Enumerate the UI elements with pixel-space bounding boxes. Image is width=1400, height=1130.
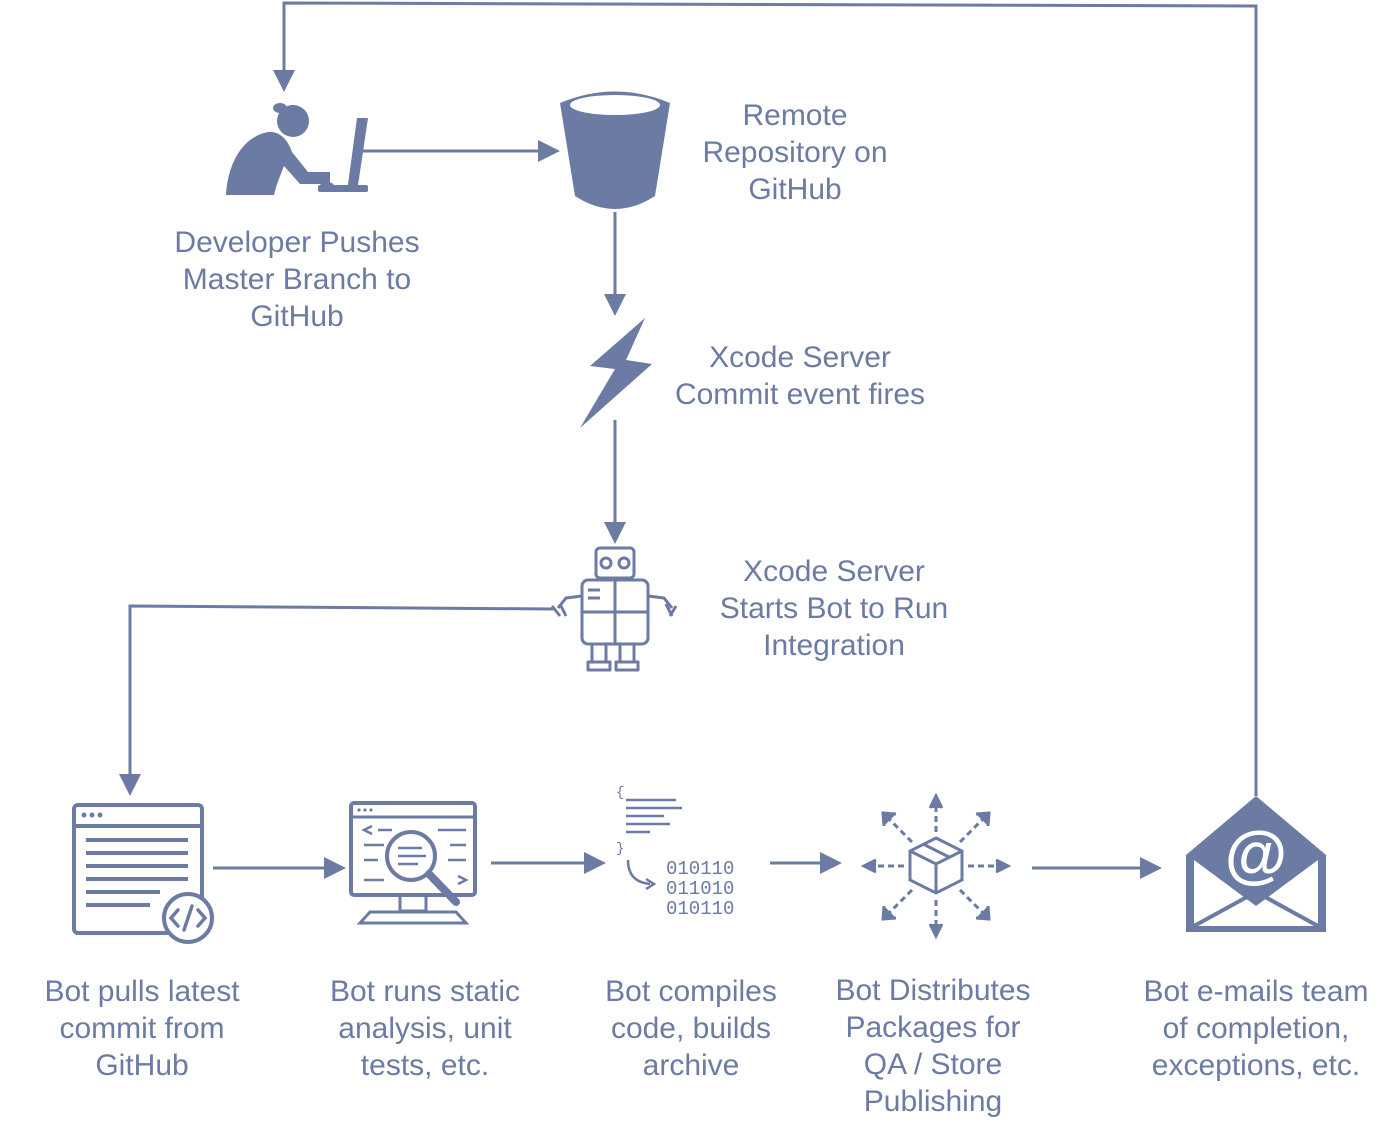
code-analysis-magnifier-icon: [349, 801, 477, 925]
svg-text:{: {: [616, 785, 624, 801]
repository-label: Remote Repository on GitHub: [702, 99, 888, 206]
svg-text:}: }: [616, 841, 624, 857]
commit-event-label: Xcode Server Commit event fires: [674, 341, 926, 411]
compile-binary-icon: { } 010110 011010 010110: [616, 785, 734, 920]
package-distribution-icon: [860, 792, 1012, 940]
robot-icon: [550, 546, 678, 672]
compile-label: Bot compiles code, builds archive: [605, 975, 777, 1082]
analysis-label: Bot runs static analysis, unit tests, et…: [329, 975, 521, 1082]
code-file-browser-icon: [72, 803, 214, 944]
bucket-repository-icon: [560, 91, 670, 209]
arrow-bot-to-pull: [128, 604, 554, 776]
developer-at-computer-icon: [226, 103, 368, 195]
developer-label: Developer Pushes Master Branch to GitHub: [174, 226, 420, 333]
connectors: [119, 1, 1258, 879]
lightning-bolt-icon: [580, 318, 652, 428]
bot-start-label: Xcode Server Starts Bot to Run Integrati…: [719, 555, 949, 662]
svg-text:011010: 011010: [666, 878, 734, 900]
email-label: Bot e-mails team of completion, exceptio…: [1143, 975, 1369, 1082]
distribute-label: Bot Distributes Packages for QA / Store …: [835, 974, 1031, 1118]
email-envelope-at-icon: @: [1186, 796, 1326, 932]
svg-text:010110: 010110: [666, 898, 734, 920]
pull-label: Bot pulls latest commit from GitHub: [44, 975, 240, 1082]
svg-text:@: @: [1225, 818, 1287, 890]
svg-text:010110: 010110: [666, 858, 734, 880]
arrow-email-to-developer: [282, 1, 1258, 796]
